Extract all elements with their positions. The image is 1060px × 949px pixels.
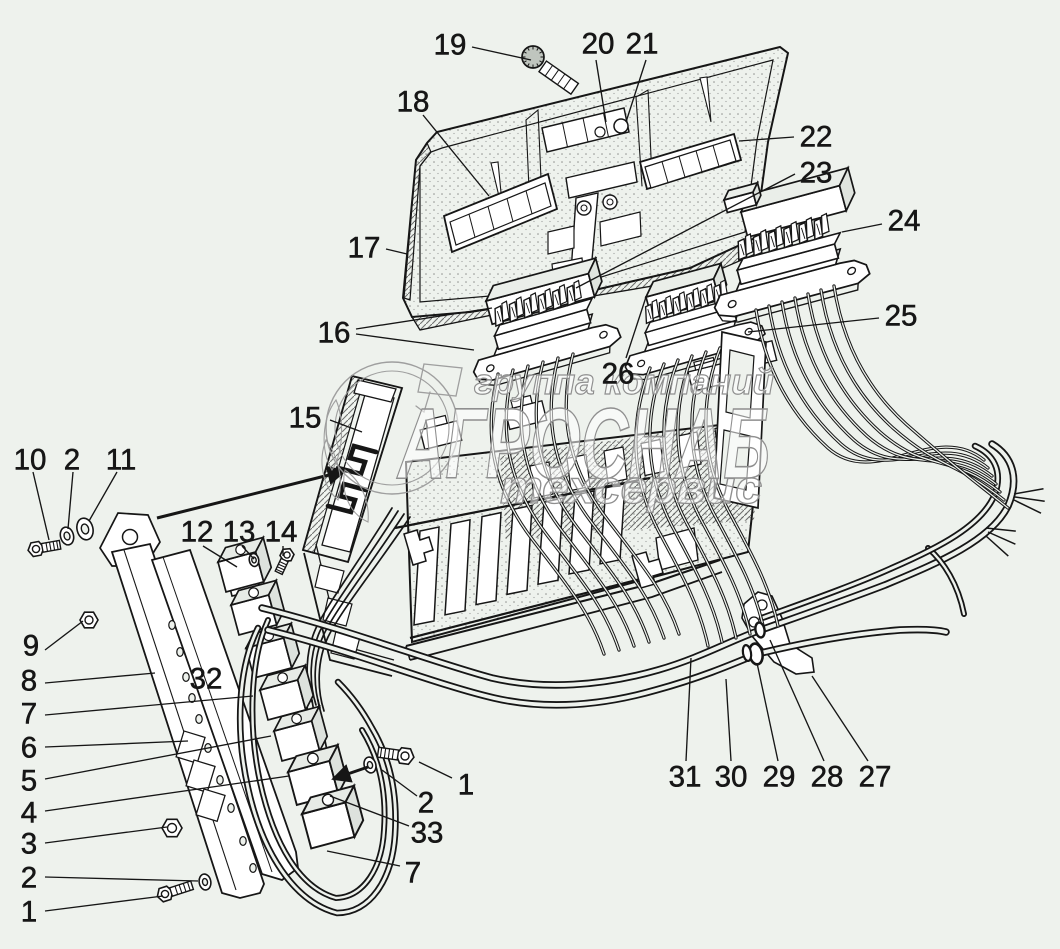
svg-text:33: 33 [411, 817, 444, 850]
svg-text:1: 1 [458, 769, 474, 802]
svg-text:13: 13 [223, 516, 256, 549]
svg-text:5: 5 [21, 765, 37, 798]
svg-text:28: 28 [811, 761, 844, 794]
svg-text:18: 18 [397, 86, 430, 119]
svg-text:7: 7 [21, 698, 37, 731]
svg-text:26: 26 [602, 358, 635, 391]
svg-text:6: 6 [21, 732, 37, 765]
svg-text:29: 29 [763, 761, 796, 794]
svg-text:14: 14 [265, 516, 298, 549]
svg-text:3: 3 [21, 828, 37, 861]
svg-text:20: 20 [582, 28, 615, 61]
svg-text:32: 32 [190, 663, 223, 696]
svg-text:2: 2 [64, 444, 80, 477]
svg-text:10: 10 [14, 444, 47, 477]
svg-text:1: 1 [21, 896, 37, 929]
svg-text:21: 21 [626, 28, 659, 61]
svg-text:19: 19 [434, 29, 467, 62]
svg-text:30: 30 [715, 761, 748, 794]
svg-text:25: 25 [885, 300, 918, 333]
svg-text:техсервис: техсервис [500, 461, 762, 513]
svg-text:группа компаний: группа компаний [474, 361, 774, 402]
svg-text:4: 4 [21, 797, 37, 830]
svg-text:12: 12 [181, 516, 214, 549]
svg-text:АГРОСНАБ: АГРОСНАБ [396, 388, 770, 500]
svg-text:22: 22 [800, 121, 833, 154]
svg-text:2: 2 [21, 862, 37, 895]
svg-text:9: 9 [23, 630, 39, 663]
svg-text:8: 8 [21, 665, 37, 698]
svg-text:24: 24 [888, 205, 921, 238]
svg-text:27: 27 [859, 761, 892, 794]
svg-text:11: 11 [106, 444, 137, 477]
svg-text:16: 16 [318, 317, 351, 350]
svg-text:15: 15 [289, 402, 322, 435]
svg-text:17: 17 [348, 232, 381, 265]
svg-text:7: 7 [405, 857, 421, 890]
svg-text:2: 2 [418, 787, 434, 820]
svg-text:31: 31 [669, 761, 702, 794]
svg-text:23: 23 [800, 157, 833, 190]
